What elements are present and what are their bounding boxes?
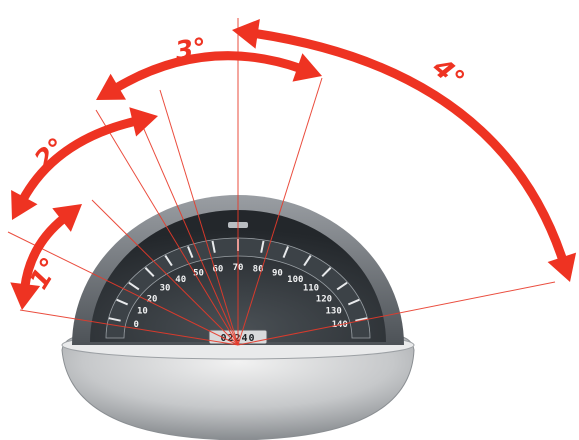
scale-number: 30 bbox=[160, 284, 171, 294]
gear-2-arrow bbox=[11, 107, 158, 220]
gear-3-label: 3° bbox=[173, 33, 208, 67]
arrow-head-start bbox=[232, 19, 260, 49]
gear-2-label: 2° bbox=[29, 133, 72, 176]
scale-number: 10 bbox=[137, 307, 148, 317]
arrow-head-end bbox=[129, 107, 158, 136]
scale-number: 90 bbox=[272, 268, 283, 278]
scale-number: 40 bbox=[175, 275, 186, 285]
scale-number: 130 bbox=[325, 307, 341, 317]
scale-number: 110 bbox=[303, 284, 319, 294]
gear-3-arrow bbox=[96, 53, 322, 100]
scale-number: 100 bbox=[287, 275, 303, 285]
scale-number: 120 bbox=[316, 294, 332, 304]
